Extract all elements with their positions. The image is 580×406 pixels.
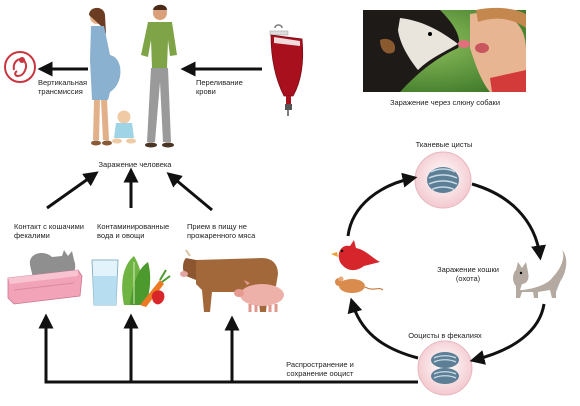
label-blood-transfusion: Переливание крови (196, 78, 243, 96)
label-contaminated-food: Контаминированные вода и овощи (97, 222, 170, 240)
vegetables-icon (122, 256, 171, 307)
man-figure (141, 4, 177, 148)
cat-litter-box-icon (7, 250, 83, 305)
label-cat-feces-contact: Контакт с кошачими фекалими (14, 222, 84, 240)
pregnant-woman-figure (89, 7, 121, 146)
cow-icon (180, 249, 278, 312)
arrow-cat-feces-to-human (46, 171, 99, 210)
label-tissue-cysts: Тканевые цисты (415, 140, 473, 149)
water-glass-icon (91, 259, 119, 306)
arrow-meat-to-human (166, 172, 213, 212)
arrow-cycle-cyst-to-cat (471, 182, 546, 261)
tissue-cyst-icon (414, 151, 472, 209)
label-dog-saliva: Заражение через слюну собаки (389, 98, 501, 107)
blood-bag-icon (269, 24, 304, 116)
label-oocysts-feces: Ооцисты в фекалиях (408, 331, 482, 340)
label-cat-infection: Заражение кошки (охота) (437, 265, 499, 283)
label-undercooked-meat: Прием в пищу не прожаренного мяса (187, 222, 256, 240)
label-vertical-transmission: Вертикальная трансмиссия (38, 78, 88, 96)
pig-icon (234, 280, 284, 312)
label-human-infection: Заражение человека (98, 160, 172, 169)
walking-cat-icon (513, 250, 567, 298)
oocyst-icon (417, 340, 473, 396)
mouse-icon (335, 276, 384, 293)
label-oocyst-spread: Распространение и сохранение ооцист (286, 360, 354, 378)
baby-figure (112, 110, 136, 144)
dog-licking-child-photo (363, 7, 526, 92)
arrow-cycle-prey-to-cyst (346, 172, 418, 237)
arrows (37, 61, 546, 384)
cardinal-bird-icon (331, 240, 380, 271)
arrow-cycle-oocyst-to-prey (347, 297, 419, 360)
fetus-icon (4, 51, 36, 83)
arrow-spread-to-cat-litter (38, 313, 418, 384)
arrow-cycle-cat-to-oocyst (469, 303, 546, 365)
